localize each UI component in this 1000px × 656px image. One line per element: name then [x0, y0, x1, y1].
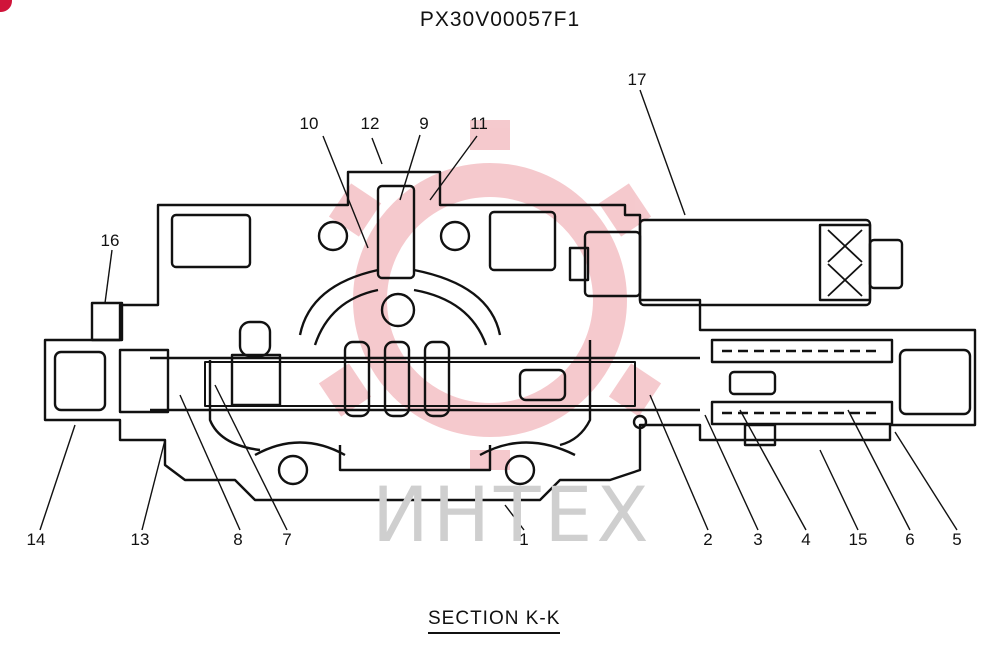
part-label-6: 6: [905, 530, 915, 549]
part-label-9: 9: [419, 114, 429, 133]
watermark-text: ИНТЕХ: [372, 470, 653, 559]
part-label-3: 3: [753, 530, 763, 549]
part-label-11: 11: [470, 114, 488, 133]
section-caption: SECTION K-K: [428, 608, 561, 634]
part-label-15: 15: [848, 530, 868, 549]
part-label-8: 8: [233, 530, 243, 549]
valve-body-outline: [43, 170, 977, 502]
part-label-5: 5: [952, 530, 962, 549]
part-label-17: 17: [627, 70, 647, 89]
part-label-4: 4: [801, 530, 811, 549]
part-label-13: 13: [130, 530, 150, 549]
part-label-2: 2: [703, 530, 713, 549]
part-label-1: 1: [519, 530, 529, 549]
part-label-14: 14: [26, 530, 46, 549]
part-label-7: 7: [282, 530, 292, 549]
part-label-16: 16: [100, 231, 120, 250]
drawing-title: PX30V00057F1: [419, 8, 581, 31]
part-label-12: 12: [360, 114, 380, 133]
part-label-10: 10: [299, 114, 319, 133]
